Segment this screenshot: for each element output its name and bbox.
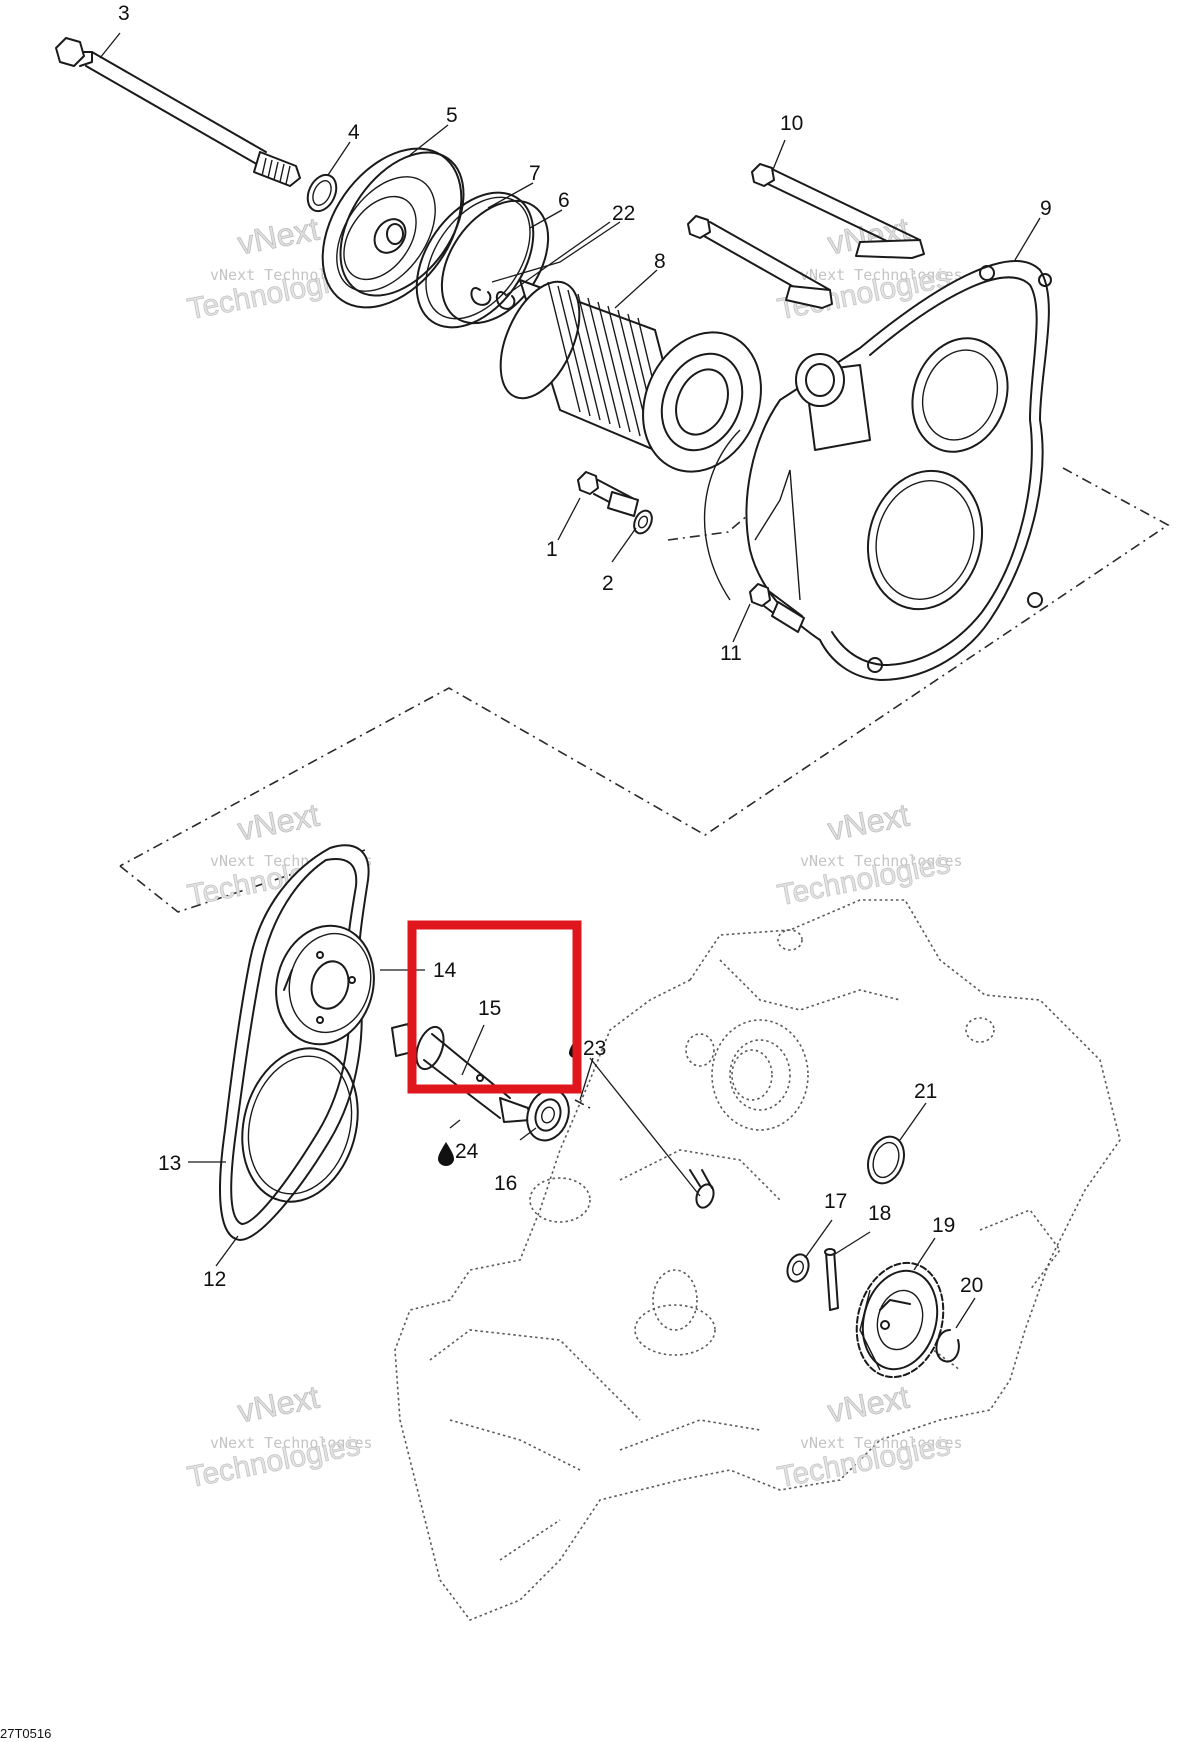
part-9-pump-housing bbox=[703, 260, 1052, 681]
part-2-washer bbox=[633, 509, 653, 535]
highlight-box bbox=[407, 920, 582, 1094]
part-23-fitting bbox=[689, 1169, 715, 1209]
part-20-circlip bbox=[935, 1329, 960, 1363]
part-14-impeller bbox=[275, 924, 375, 1046]
callout-1: 1 bbox=[546, 538, 558, 561]
callout-14: 14 bbox=[433, 959, 457, 982]
callout-13: 13 bbox=[158, 1152, 181, 1175]
part-10-bolts bbox=[687, 163, 925, 309]
watermark-vnext: vNext bbox=[825, 797, 912, 848]
callout-12: 12 bbox=[203, 1268, 226, 1291]
callout-11: 11 bbox=[720, 642, 742, 665]
part-17-washer bbox=[786, 1253, 810, 1283]
part-11-bolt bbox=[749, 583, 805, 633]
callout-20: 20 bbox=[960, 1274, 983, 1297]
callout-19: 19 bbox=[932, 1214, 955, 1237]
filter-pleats bbox=[547, 281, 671, 453]
watermark-vnext: vNext bbox=[235, 797, 322, 848]
callout-17: 17 bbox=[824, 1190, 847, 1213]
part-4-o-ring bbox=[306, 173, 338, 213]
callout-6: 6 bbox=[558, 189, 570, 212]
part-15-pump-shaft bbox=[391, 1023, 531, 1123]
callout-15: 15 bbox=[478, 997, 501, 1020]
callout-2: 2 bbox=[602, 572, 614, 595]
part-13-o-ring bbox=[241, 1047, 359, 1203]
watermark-vnext: vNext bbox=[235, 211, 322, 262]
watermark-vnext: vNext bbox=[235, 1379, 322, 1430]
callout-9: 9 bbox=[1040, 197, 1052, 220]
reference-code: 27T0516 bbox=[0, 1726, 51, 1741]
part-7-o-ring bbox=[415, 191, 535, 329]
leader-lines bbox=[99, 32, 1041, 1329]
callout-24-group: 24 bbox=[438, 1140, 479, 1166]
callout-21: 21 bbox=[914, 1080, 937, 1103]
part-5-filter-cover bbox=[321, 147, 465, 309]
part-22-circlips bbox=[470, 287, 516, 310]
part-19-gear bbox=[855, 1261, 945, 1379]
oil-drop-icon bbox=[438, 1142, 454, 1166]
callout-22: 22 bbox=[612, 202, 635, 225]
watermark-line: vNext Technologies bbox=[210, 1434, 373, 1452]
watermark-line: vNext Technologies bbox=[800, 266, 963, 284]
crankcase-outline bbox=[394, 899, 1121, 1621]
callout-3: 3 bbox=[118, 2, 130, 25]
callout-8: 8 bbox=[654, 250, 666, 273]
part-1-bolt bbox=[577, 471, 639, 517]
callout-24: 24 bbox=[455, 1140, 479, 1163]
watermark-vnext: vNext bbox=[825, 1379, 912, 1430]
watermark-line: vNext Technologies bbox=[800, 1434, 963, 1452]
part-3-long-bolt bbox=[55, 37, 301, 187]
part-12-gasket-plate bbox=[219, 844, 370, 1241]
watermark-line: vNext Technologies bbox=[800, 852, 963, 870]
callout-5: 5 bbox=[446, 104, 458, 127]
callout-18: 18 bbox=[868, 1202, 891, 1225]
callout-23: 23 bbox=[583, 1037, 606, 1060]
callout-numbers: 3 4 5 7 6 22 8 10 9 1 2 11 14 15 23 16 1… bbox=[118, 2, 1052, 1297]
part-21-o-ring bbox=[867, 1135, 905, 1185]
callout-4: 4 bbox=[348, 121, 360, 144]
part-18-pin bbox=[824, 1248, 839, 1311]
callout-16: 16 bbox=[494, 1172, 517, 1195]
part-8-oil-filter bbox=[499, 279, 762, 473]
callout-7: 7 bbox=[529, 162, 541, 185]
callout-10: 10 bbox=[780, 112, 803, 135]
